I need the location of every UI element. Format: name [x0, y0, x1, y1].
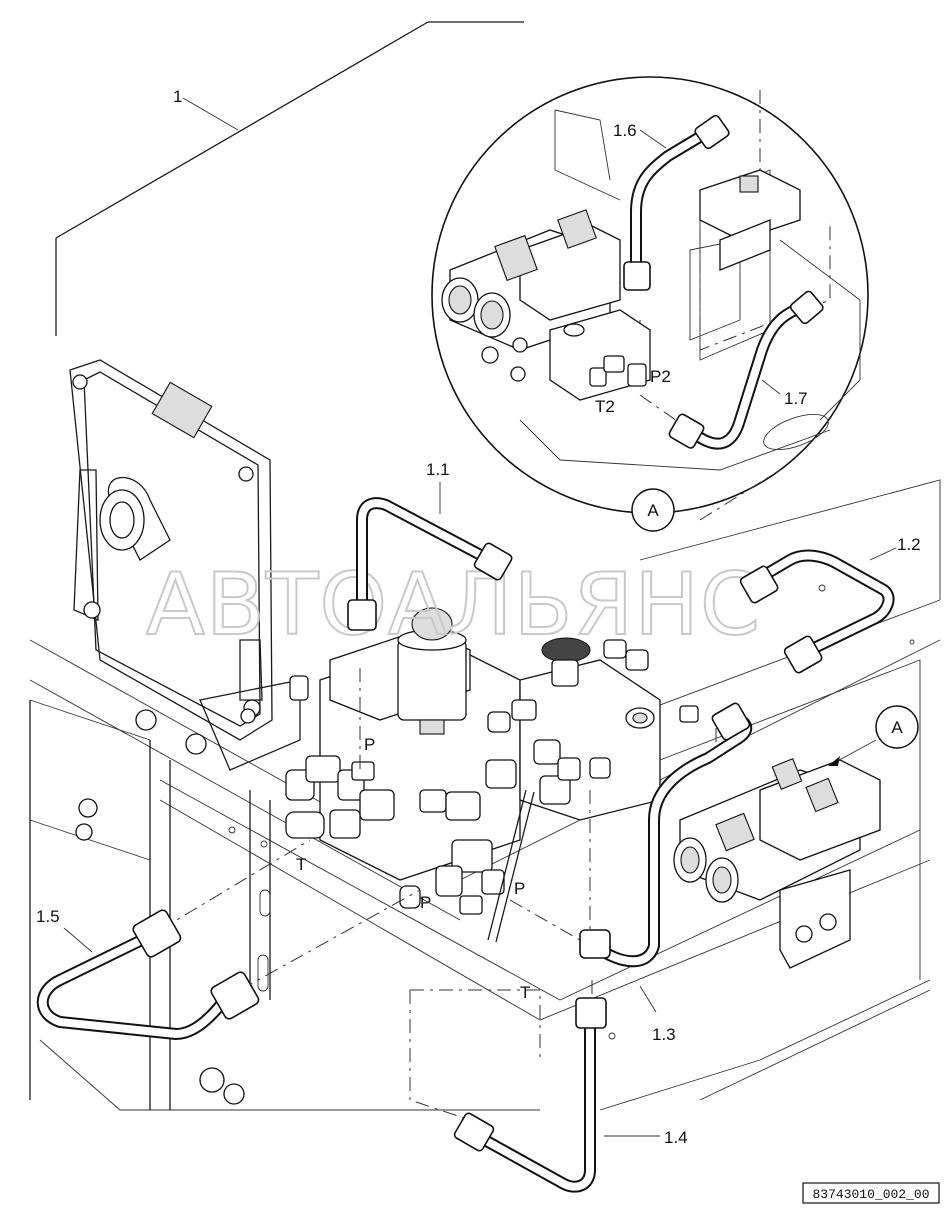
label-item-1-1: 1.1 [426, 460, 450, 479]
connection-lines [159, 469, 781, 1121]
label-item-1-4: 1.4 [664, 1128, 688, 1147]
detail-a-circle [431, 76, 869, 514]
label-item-1-7: 1.7 [784, 389, 808, 408]
pipe-1-4 [453, 997, 660, 1193]
callout-a-top: A [631, 488, 675, 532]
label-item-1-2: 1.2 [897, 535, 921, 554]
pipe-1-5 [36, 909, 260, 1040]
item-1-bracket [55, 21, 524, 336]
pipe-1-1 [347, 482, 513, 631]
label-port-p2: P2 [650, 367, 671, 386]
label-item-1: 1 [173, 87, 182, 106]
label-port-t-bottom: T [520, 983, 530, 1002]
label-port-p-right: P [514, 879, 525, 898]
label-port-p-left: P [420, 893, 431, 912]
label-item-1-5: 1.5 [36, 907, 60, 926]
pipe-1-3 [579, 702, 753, 1013]
callout-a-right: A [828, 705, 919, 766]
label-detail-a-right: A [891, 718, 903, 737]
drawing-code-box: 83743010_002_00 [802, 1182, 940, 1204]
label-item-1-3: 1.3 [652, 1025, 676, 1044]
pipe-1-2 [739, 547, 897, 674]
label-detail-a-top: A [647, 501, 659, 520]
central-valve-block [285, 607, 699, 943]
drawing-code: 83743010_002_00 [812, 1187, 929, 1202]
label-port-t2: T2 [595, 397, 615, 416]
label-item-1-6: 1.6 [613, 121, 637, 140]
label-port-t-left: T [296, 855, 306, 874]
label-port-p-upper: P [364, 735, 375, 754]
watermark: АВТОАЛЬЯНС [146, 555, 761, 655]
right-solenoid-valve [673, 758, 881, 969]
swing-bracket [69, 359, 301, 771]
